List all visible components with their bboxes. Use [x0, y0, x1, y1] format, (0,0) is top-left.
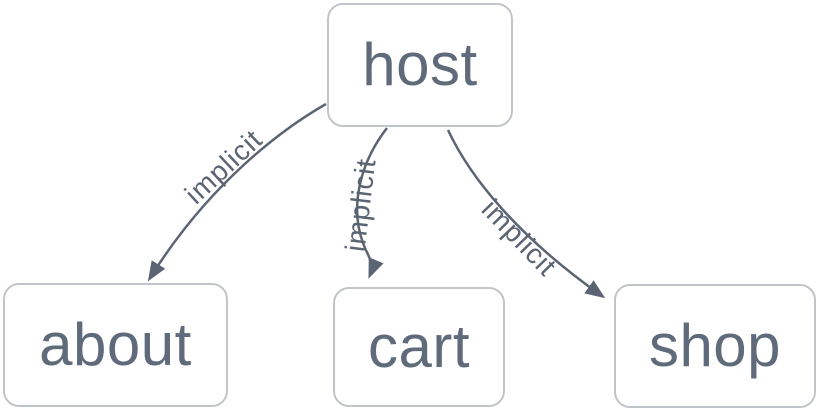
node-label-cart: cart: [367, 313, 471, 380]
node-label-shop: shop: [648, 312, 782, 379]
graph-node-shop[interactable]: shop: [614, 284, 816, 408]
edge-label-host-about: implicit: [178, 123, 269, 210]
edge-host-shop: [446, 129, 606, 299]
graph-node-about[interactable]: about: [3, 283, 228, 407]
graph-node-host[interactable]: host: [327, 3, 513, 127]
edge-host-about: [147, 102, 327, 282]
node-label-host: host: [362, 31, 478, 98]
edge-label-host-cart: implicit: [339, 156, 382, 254]
node-label-about: about: [39, 311, 192, 378]
edge-host-cart: [355, 127, 388, 279]
graph-node-cart[interactable]: cart: [333, 287, 505, 407]
edge-label-host-shop: implicit: [475, 193, 564, 283]
